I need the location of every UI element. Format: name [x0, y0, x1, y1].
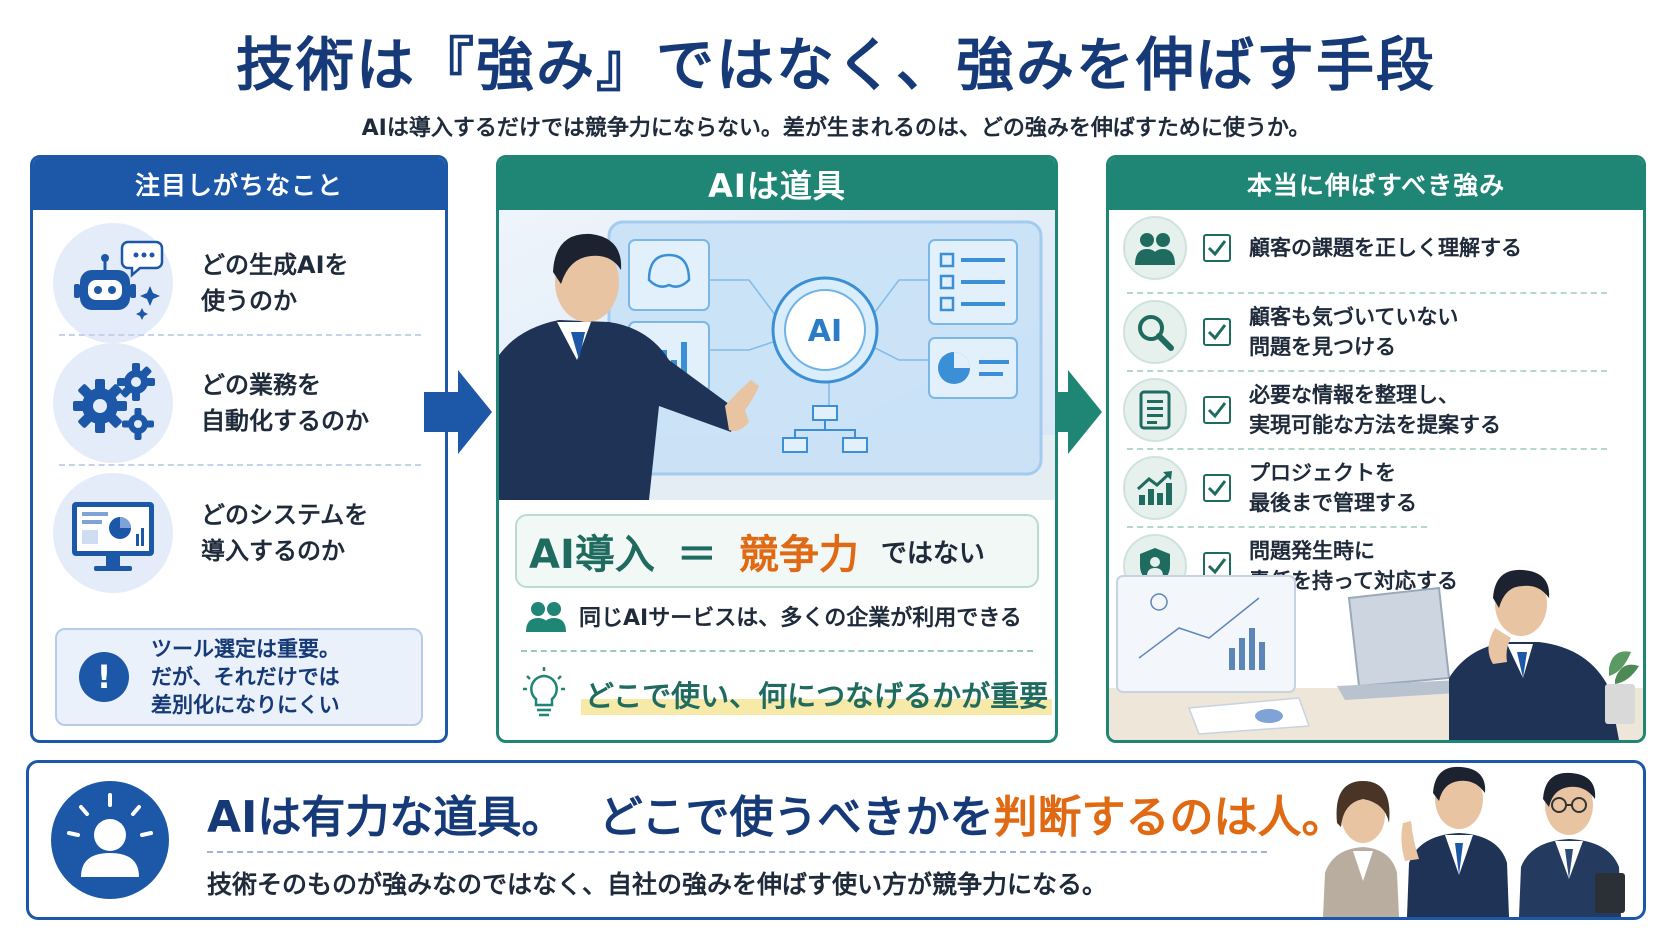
strength-item: プロジェクトを 最後まで管理する — [1123, 454, 1609, 522]
gears-icon — [53, 343, 173, 463]
ai-equation-box: AI導入 ＝ 競争力 ではない — [515, 514, 1039, 588]
strength-line2: 問題を見つける — [1249, 335, 1396, 359]
business-team-illustration — [1323, 766, 1625, 917]
strength-line1: プロジェクトを — [1249, 461, 1396, 485]
strength-line2: 実現可能な方法を提案する — [1249, 413, 1501, 437]
left-item-line2: 導入するのか — [201, 537, 345, 565]
banner-headline-a: AIは有力な道具。 — [207, 792, 566, 843]
strength-item: 顧客の課題を正しく理解する — [1123, 214, 1609, 282]
divider — [1127, 526, 1427, 528]
ai-interface-illustration: AI — [499, 210, 1055, 500]
note-line3: 差別化になりにくい — [151, 693, 340, 717]
note-line1: ツール選定は重要。 — [151, 637, 340, 661]
ai-screen-label: AI — [808, 314, 842, 349]
left-panel-header: 注目しがちなこと — [33, 158, 445, 210]
equation-right: 競争力 — [738, 532, 859, 578]
center-panel-header: AIは道具 — [499, 158, 1055, 210]
banner-headline: AIは有力な道具。 どこで使うべきかを判断するのは人。 — [207, 781, 1345, 845]
left-item-line2: 自動化するのか — [201, 407, 369, 435]
divider — [1127, 292, 1607, 294]
chatbot-icon — [53, 223, 173, 343]
strength-item: 顧客も気づいていない 問題を見つける — [1123, 298, 1609, 366]
divider — [1127, 370, 1607, 372]
strength-item: 必要な情報を整理し、 実現可能な方法を提案する — [1123, 376, 1609, 444]
left-item-line2: 使うのか — [201, 287, 297, 315]
divider — [59, 464, 421, 466]
right-panel: 本当に伸ばすべき強み 顧客の課題を正しく理解する 顧客も気づいていない 問題を見… — [1106, 155, 1646, 743]
page-subtitle: AIは導入するだけでは競争力にならない。差が生まれるのは、どの強みを伸ばすために… — [361, 116, 1311, 141]
center-row1-text: 同じAIサービスは、多くの企業が利用できる — [579, 606, 1022, 631]
note-box: ! ツール選定は重要。 だが、それだけでは 差別化になりにくい — [55, 628, 423, 726]
left-item-line1: どの生成AIを — [201, 251, 349, 279]
strength-line1: 問題発生時に — [1249, 539, 1375, 563]
banner-headline-b: どこで使うべきかを — [598, 792, 994, 843]
note-line2: だが、それだけでは — [151, 665, 340, 689]
divider — [59, 334, 421, 336]
equation-operator: ＝ — [676, 532, 717, 578]
monitor-dashboard-icon — [53, 473, 173, 593]
left-panel: 注目しがちなこと どの生成AIを 使うのか — [30, 155, 448, 743]
strength-line1: 顧客も気づいていない — [1249, 305, 1459, 329]
arrow-right-icon — [1034, 370, 1102, 454]
growth-chart-icon — [1123, 456, 1187, 520]
equation-suffix: ではない — [880, 538, 985, 569]
right-panel-header: 本当に伸ばすべき強み — [1109, 158, 1643, 210]
page-title: 技術は『強み』ではなく、強みを伸ばす手段 — [235, 31, 1436, 99]
center-panel: AIは道具 AI — [496, 155, 1058, 743]
divider — [1127, 448, 1607, 450]
magnifier-icon — [1123, 300, 1187, 364]
people-icon — [526, 602, 566, 632]
arrow-right-icon — [424, 370, 492, 454]
equation-left: AI導入 — [529, 532, 655, 578]
center-row-shared-services: 同じAIサービスは、多くの企業が利用できる — [525, 600, 1022, 632]
banner-subtext: 技術そのものが強みなのではなく、自社の強みを伸ばす使い方が競争力になる。 — [207, 870, 1108, 899]
divider — [521, 650, 1033, 652]
left-item-system: どのシステムを 導入するのか — [53, 473, 425, 593]
person-idea-icon — [51, 781, 169, 899]
left-item-automation: どの業務を 自動化するのか — [53, 343, 425, 463]
strength-line2: 最後まで管理する — [1249, 491, 1417, 515]
left-item-line1: どの業務を — [201, 371, 321, 399]
checkbox-icon — [1203, 396, 1231, 424]
conclusion-banner: AIは有力な道具。 どこで使うべきかを判断するのは人。 技術そのものが強みなので… — [26, 760, 1646, 920]
exclamation-icon: ! — [79, 652, 129, 702]
people-icon — [1123, 216, 1187, 280]
checkbox-icon — [1203, 318, 1231, 346]
left-item-line1: どのシステムを — [201, 501, 369, 529]
center-row2-text: どこで使い、何につなげるかが重要 — [581, 673, 1053, 715]
left-item-ai-choice: どの生成AIを 使うのか — [53, 223, 425, 343]
checkbox-icon — [1203, 474, 1231, 502]
lightbulb-icon — [523, 667, 565, 717]
strength-line1: 顧客の課題を正しく理解する — [1249, 236, 1522, 260]
checkbox-icon — [1203, 234, 1231, 262]
strength-line1: 必要な情報を整理し、 — [1249, 383, 1459, 407]
divider — [207, 851, 1267, 853]
businessman-illustration — [1109, 569, 1643, 740]
banner-headline-highlight: 判断するのは人。 — [993, 792, 1346, 843]
center-row-key-point: どこで使い、何につなげるかが重要 — [521, 666, 1053, 722]
document-icon — [1123, 378, 1187, 442]
